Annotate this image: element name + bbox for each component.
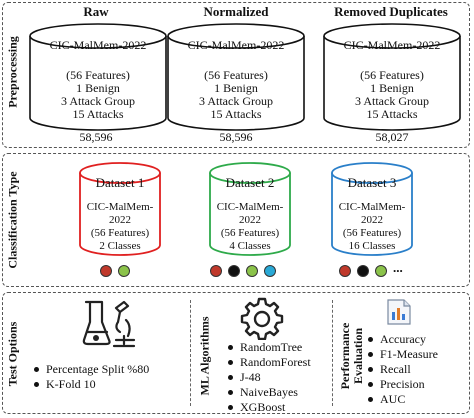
removed-duplicates-cylinder: CIC-MalMem-2022 (56 Features) 1 Benign 3… <box>322 22 462 132</box>
list-item: Precision <box>366 377 438 392</box>
gear-icon <box>240 297 284 340</box>
dataset-line: 2022 <box>239 214 261 226</box>
attacks-line: 15 Attacks <box>210 107 262 121</box>
performance-label-line-2: Evaluation <box>351 327 365 385</box>
dataset-line: (56 Features) <box>90 227 150 239</box>
list-item: Accuracy <box>366 332 438 347</box>
cylinder-shape <box>331 162 413 256</box>
cylinder-shape <box>167 23 305 131</box>
dataset-3-cylinder: Dataset 3 CIC-MalMem- 2022 (56 Features)… <box>330 161 414 257</box>
list-item: Percentage Split %80 <box>32 362 149 377</box>
feature-line: (56 Features) <box>66 68 130 82</box>
classification-panel <box>2 153 470 287</box>
cylinder-shape <box>323 23 461 131</box>
dataset-1-cylinder: Dataset 1 CIC-MalMem- 2022 (56 Features)… <box>78 161 162 257</box>
feature-line: (56 Features) <box>204 68 268 82</box>
dataset-line: (56 Features) <box>220 227 280 239</box>
class-count: 4 Classes <box>229 240 271 252</box>
microscope-icon <box>82 300 136 348</box>
attack-group-line: 3 Attack Group <box>355 94 429 108</box>
dataset-title: Dataset 1 <box>95 175 145 190</box>
attacks-line: 15 Attacks <box>72 107 124 121</box>
list-item: Recall <box>366 362 438 377</box>
list-item: RandomForest <box>226 355 311 370</box>
class-dot-green <box>375 265 387 277</box>
test-options-label: Test Options <box>5 321 20 387</box>
list-item: RandomTree <box>226 340 311 355</box>
classification-type-label: Classification Type <box>5 171 20 269</box>
class-dot-red <box>100 265 112 277</box>
class-dot-red <box>210 265 222 277</box>
attacks-line: 15 Attacks <box>366 107 418 121</box>
column-header-removed-duplicates: Removed Duplicates <box>334 4 448 19</box>
class-count: 2 Classes <box>99 240 141 252</box>
list-item: XGBoost <box>226 400 311 415</box>
cylinder-shape <box>79 162 161 256</box>
dataset-line: CIC-MalMem- <box>86 201 154 213</box>
benign-line: 1 Benign <box>370 81 414 95</box>
methods-panel <box>2 292 470 414</box>
dataset-name: CIC-MalMem-2022 <box>187 38 285 52</box>
attack-group-line: 3 Attack Group <box>199 94 273 108</box>
dataset-name: CIC-MalMem-2022 <box>343 38 441 52</box>
record-count: 58,596 <box>79 130 113 144</box>
more-classes-ellipsis: ... <box>393 260 403 275</box>
dataset-name: CIC-MalMem-2022 <box>49 38 147 52</box>
cylinder-shape <box>29 23 167 131</box>
dataset-line: 2022 <box>109 214 131 226</box>
preprocessing-label: Preprocessing <box>5 36 20 108</box>
performance-list: Accuracy F1-Measure Recall Precision AUC <box>366 332 438 407</box>
benign-line: 1 Benign <box>214 81 258 95</box>
class-dot-red <box>339 265 351 277</box>
attack-group-line: 3 Attack Group <box>61 94 135 108</box>
class-dot-black <box>228 265 240 277</box>
preprocessing-panel <box>2 2 470 148</box>
column-header-raw: Raw <box>83 4 109 19</box>
class-dot-blue <box>264 265 276 277</box>
benign-line: 1 Benign <box>76 81 120 95</box>
list-item: J-48 <box>226 370 311 385</box>
dataset-line: CIC-MalMem- <box>216 201 284 213</box>
column-header-normalized: Normalized <box>203 4 269 19</box>
record-count: 58,596 <box>219 130 253 144</box>
dataset-line: (56 Features) <box>342 227 402 239</box>
test-options-list: Percentage Split %80 K-Fold 10 <box>32 362 149 392</box>
class-dot-black <box>357 265 369 277</box>
dataset-title: Dataset 3 <box>347 175 397 190</box>
record-count: 58,027 <box>375 130 409 144</box>
class-dot-green <box>246 265 258 277</box>
dataset-line: 2022 <box>361 214 383 226</box>
list-item: AUC <box>366 392 438 407</box>
list-item: NaiveBayes <box>226 385 311 400</box>
dataset-2-cylinder: Dataset 2 CIC-MalMem- 2022 (56 Features)… <box>208 161 292 257</box>
ml-algorithms-list: RandomTree RandomForest J-48 NaiveBayes … <box>226 340 311 415</box>
dataset-title: Dataset 2 <box>225 175 275 190</box>
performance-label: Performance Evaluation <box>338 323 365 390</box>
list-item: F1-Measure <box>366 347 438 362</box>
normalized-cylinder: CIC-MalMem-2022 (56 Features) 1 Benign 3… <box>166 22 306 132</box>
class-dot-green <box>118 265 130 277</box>
ml-algorithms-label: ML Algorithms <box>197 316 212 396</box>
list-item: K-Fold 10 <box>32 377 149 392</box>
feature-line: (56 Features) <box>360 68 424 82</box>
cylinder-shape <box>209 162 291 256</box>
report-chart-icon <box>387 299 411 325</box>
class-count: 16 Classes <box>348 240 396 252</box>
dataset-line: CIC-MalMem- <box>338 201 406 213</box>
divider <box>190 300 191 406</box>
divider <box>332 300 333 406</box>
raw-cylinder: CIC-MalMem-2022 (56 Features) 1 Benign 3… <box>28 22 168 132</box>
